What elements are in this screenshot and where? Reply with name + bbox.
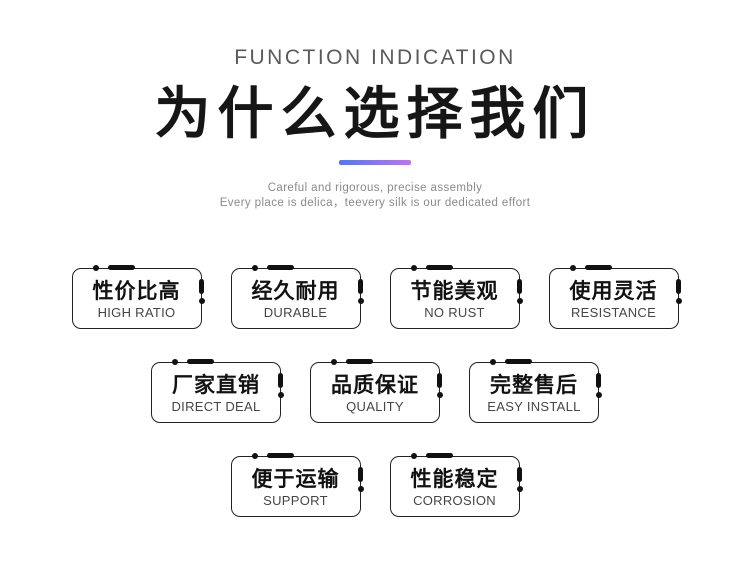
feature-title-zh: 品质保证 [331,374,419,397]
right-dot-icon [357,298,364,304]
top-dash-icon [266,265,294,270]
right-dot-icon [516,298,523,304]
feature-subtitle-en: NO RUST [424,305,485,320]
corner-dot-icon [410,453,417,459]
right-dash-icon [357,467,363,482]
feature-title-zh: 便于运输 [251,468,340,491]
top-dash-icon [425,453,453,458]
right-dot-icon [596,392,602,398]
feature-row-2: 厂家直销 DIRECT DEAL 品质保证 QUALITY 完整售后 EASY … [0,359,750,423]
gradient-divider [339,160,411,165]
feature-card-high-ratio: 性价比高 HIGH RATIO [71,265,205,329]
subtitle-line-2: Every place is delica，teevery silk is ou… [219,197,531,209]
right-dot-icon [675,298,682,304]
right-dash-icon [675,279,681,294]
top-dash-icon [187,359,214,364]
feature-subtitle-en: DURABLE [263,305,328,320]
feature-card-no-rust: 节能美观 NO RUST [389,265,523,329]
corner-dot-icon [92,265,99,271]
top-dash-icon [107,265,135,270]
corner-dot-icon [251,453,258,459]
corner-dot-icon [331,359,337,365]
feature-subtitle-en: RESISTANCE [570,305,657,320]
feature-card-resistance: 使用灵活 RESISTANCE [548,265,682,329]
top-dash-icon [584,265,612,270]
right-dash-icon [437,373,442,388]
feature-subtitle-en: HIGH RATIO [97,305,176,320]
top-dash-icon [505,359,532,364]
feature-card-support: 便于运输 SUPPORT [230,453,364,517]
top-dash-icon [346,359,373,364]
right-dash-icon [278,373,283,388]
corner-dot-icon [569,265,576,271]
right-dot-icon [516,486,523,492]
feature-subtitle-en: DIRECT DEAL [171,399,261,414]
feature-subtitle-en: SUPPORT [263,493,328,508]
feature-subtitle-en: QUALITY [346,399,404,414]
right-dot-icon [198,298,205,304]
feature-card-durable: 经久耐用 DURABLE [230,265,364,329]
right-dot-icon [437,392,443,398]
feature-title-zh: 性价比高 [92,280,181,303]
feature-grid: 性价比高 HIGH RATIO 经久耐用 DURABLE 节能美观 NO RUS… [0,265,750,517]
subtitle-line-1: Careful and rigorous, precise assembly [267,182,483,194]
right-dash-icon [596,373,601,388]
feature-title-zh: 节能美观 [410,280,499,303]
feature-title-zh: 经久耐用 [251,280,340,303]
feature-subtitle-en: CORROSION [413,493,496,508]
right-dash-icon [516,279,522,294]
corner-dot-icon [410,265,417,271]
feature-card-easy-install: 完整售后 EASY INSTALL [469,359,602,423]
feature-row-3: 便于运输 SUPPORT 性能稳定 CORROSION [0,453,750,517]
top-dash-icon [425,265,453,270]
feature-title-zh: 性能稳定 [410,468,499,491]
corner-dot-icon [172,359,178,365]
section-eyebrow: FUNCTION INDICATION [234,46,516,69]
feature-card-direct-deal: 厂家直销 DIRECT DEAL [151,359,284,423]
feature-card-corrosion: 性能稳定 CORROSION [389,453,523,517]
section-title: 为什么选择我们 [154,82,596,145]
feature-title-zh: 使用灵活 [569,280,658,303]
right-dash-icon [516,467,522,482]
feature-subtitle-en: EASY INSTALL [487,399,581,414]
top-dash-icon [266,453,294,458]
right-dot-icon [278,392,284,398]
right-dash-icon [357,279,363,294]
corner-dot-icon [251,265,258,271]
feature-title-zh: 完整售后 [490,374,578,397]
feature-row-1: 性价比高 HIGH RATIO 经久耐用 DURABLE 节能美观 NO RUS… [0,265,750,329]
right-dot-icon [357,486,364,492]
feature-title-zh: 厂家直销 [172,374,260,397]
right-dash-icon [198,279,204,294]
feature-card-quality: 品质保证 QUALITY [310,359,443,423]
corner-dot-icon [490,359,496,365]
